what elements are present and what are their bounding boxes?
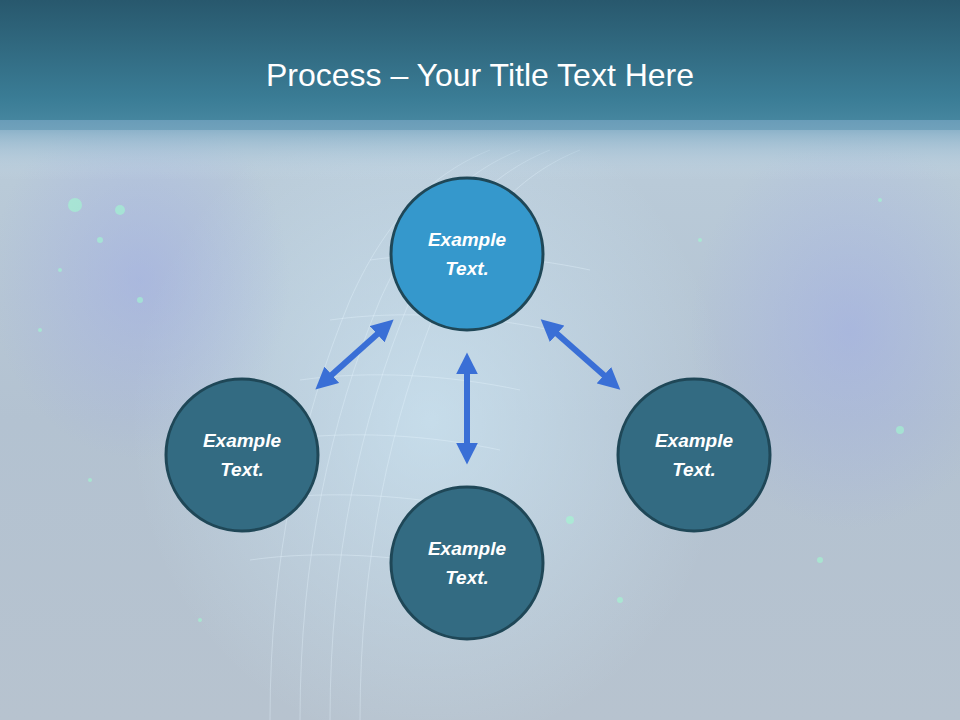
process-circle: Example Text. [616, 377, 772, 533]
slide-title: Process – Your Title Text Here [0, 50, 960, 100]
double-arrow [554, 331, 607, 378]
circle-outline [616, 377, 772, 533]
circle-shape [391, 178, 543, 330]
node-text: Example Text. [186, 426, 298, 484]
node-label: Example Text. [411, 225, 523, 283]
circle-shape [166, 379, 318, 531]
circle-shape [391, 487, 543, 639]
node-label: Example Text. [411, 534, 523, 592]
double-arrow [464, 370, 470, 447]
double-arrow [329, 331, 381, 377]
process-circle: Example Text. [164, 377, 320, 533]
circle-outline [389, 176, 545, 332]
circle-shape [618, 379, 770, 531]
node-label: Example Text. [638, 426, 750, 484]
circle-outline [389, 485, 545, 641]
process-circle: Example Text. [389, 485, 545, 641]
circle-outline [164, 377, 320, 533]
node-text: Example Text. [411, 225, 523, 283]
process-circle: Example Text. [389, 176, 545, 332]
node-text: Example Text. [411, 534, 523, 592]
node-text: Example Text. [638, 426, 750, 484]
node-label: Example Text. [186, 426, 298, 484]
